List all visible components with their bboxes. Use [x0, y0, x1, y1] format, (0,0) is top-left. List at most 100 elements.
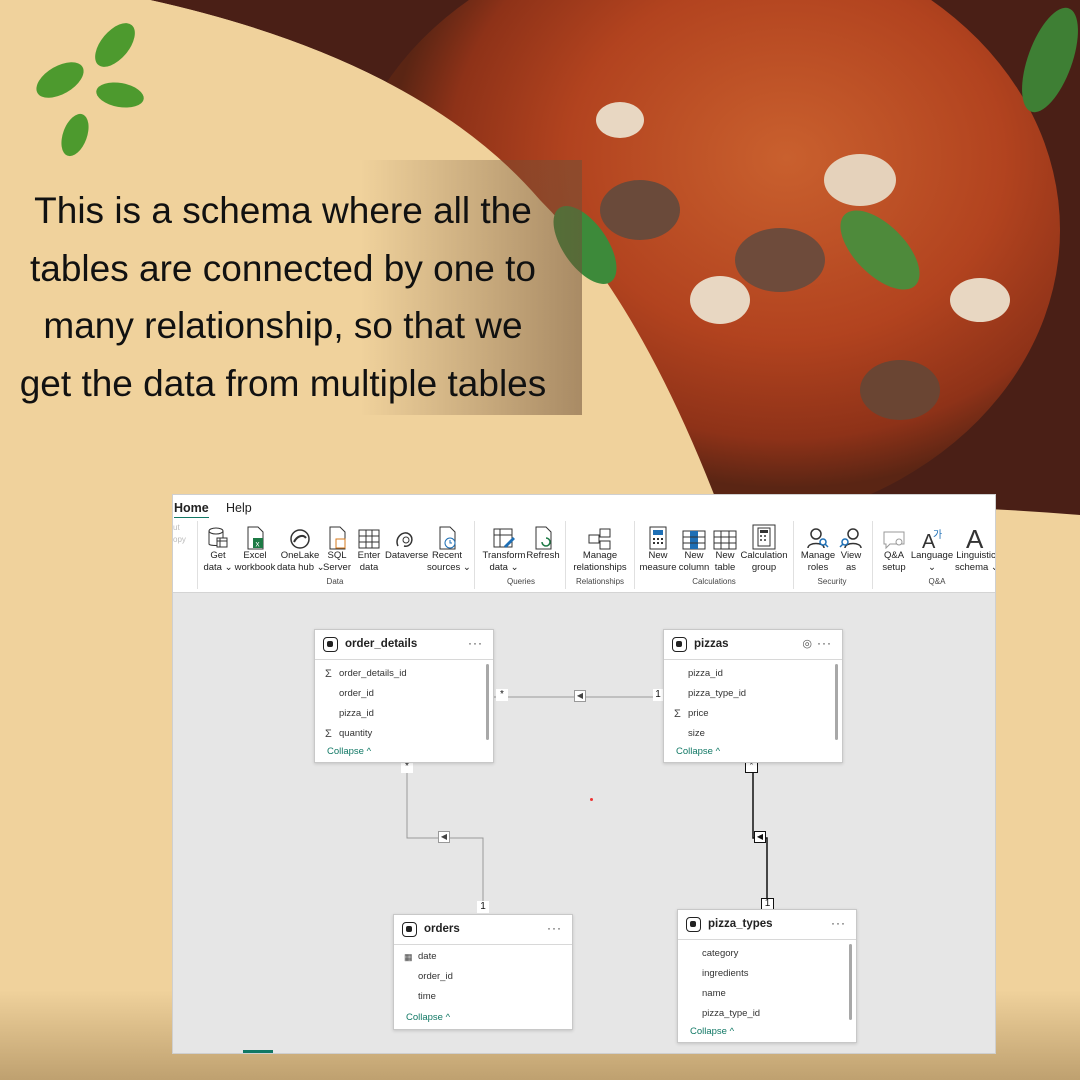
field-row[interactable]: pizza_type_id — [688, 688, 747, 699]
refresh-button[interactable]: Refresh — [526, 520, 560, 562]
table-header: order_details ··· — [315, 630, 493, 660]
svg-text:A: A — [922, 531, 936, 550]
table-icon — [672, 637, 687, 652]
svg-text:x: x — [256, 540, 260, 549]
field-row[interactable]: ▦date — [394, 947, 572, 967]
excel-icon: x — [233, 520, 277, 550]
table-title: orders — [424, 923, 460, 935]
ribbon-separator — [565, 521, 566, 589]
field-row[interactable]: pizza_id — [688, 668, 723, 679]
calculation-group-icon — [739, 520, 789, 550]
sigma-icon: Σ — [325, 668, 332, 680]
more-options-icon[interactable]: ··· — [547, 921, 562, 935]
manage-relationships-button[interactable]: Manage relationships — [569, 520, 631, 574]
ribbon-separator — [474, 521, 475, 589]
scrollbar[interactable] — [835, 664, 838, 740]
svg-text:A: A — [966, 524, 984, 550]
enter-data-icon — [353, 520, 385, 550]
cross-filter-arrow[interactable]: ◀ — [438, 831, 450, 843]
linguistic-schema-icon: A — [955, 520, 995, 550]
table-header: pizzas ◎ ··· — [664, 630, 842, 660]
collapse-link[interactable]: Collapse ^ — [406, 1012, 451, 1023]
sigma-icon: Σ — [674, 708, 681, 720]
group-label-security: Security — [817, 577, 847, 586]
onelake-icon — [277, 520, 323, 550]
table-icon — [323, 637, 338, 652]
group-label-relationships: Relationships — [575, 577, 625, 586]
field-row[interactable]: name — [702, 988, 726, 999]
cross-filter-arrow[interactable]: ◀ — [754, 831, 766, 843]
transform-data-icon — [482, 520, 526, 550]
collapse-link[interactable]: Collapse ^ — [327, 746, 372, 757]
visibility-icon[interactable]: ◎ — [802, 638, 812, 650]
ribbon-separator — [634, 521, 635, 589]
calendar-icon: ▦ — [404, 952, 413, 962]
field-row[interactable]: order_id — [339, 688, 374, 699]
new-column-button[interactable]: New column — [677, 520, 711, 574]
field-row[interactable]: time — [418, 991, 436, 1002]
dataverse-button[interactable]: Dataverse — [385, 520, 428, 562]
table-header: orders ··· — [394, 915, 572, 945]
table-card-pizza_types[interactable]: pizza_types ··· category ingredients nam… — [677, 909, 857, 1043]
new-measure-icon — [639, 520, 677, 550]
transform-data-button[interactable]: Transform data ⌄ — [482, 520, 526, 574]
ribbon-separator — [197, 521, 198, 589]
powerbi-model-view-window: Home Help ut opy Get data ⌄ x Excel work… — [173, 495, 995, 1053]
field-row[interactable]: pizza_type_id — [702, 1008, 761, 1019]
tab-help[interactable]: Help — [226, 501, 252, 515]
ribbon-tabs: Home Help — [173, 495, 995, 519]
scrollbar[interactable] — [486, 664, 489, 740]
more-options-icon[interactable]: ··· — [817, 636, 832, 650]
get-data-button[interactable]: Get data ⌄ — [203, 520, 233, 574]
many-marker: * — [745, 760, 758, 773]
one-marker: 1 — [653, 689, 663, 701]
cross-filter-arrow[interactable]: ◀ — [574, 690, 586, 702]
table-header: pizza_types ··· — [678, 910, 856, 940]
caption-shade — [360, 160, 582, 415]
collapse-link[interactable]: Collapse ^ — [676, 746, 721, 757]
table-title: pizza_types — [708, 918, 773, 930]
tab-home[interactable]: Home — [174, 501, 209, 519]
linguistic-schema-button[interactable]: A Linguistic schema ⌄ — [955, 520, 995, 574]
field-row[interactable]: category — [702, 948, 739, 959]
calculation-group-button[interactable]: Calculation group — [739, 520, 789, 574]
excel-workbook-button[interactable]: x Excel workbook — [233, 520, 277, 574]
table-icon — [402, 922, 417, 937]
get-data-icon — [203, 520, 233, 550]
more-options-icon[interactable]: ··· — [831, 916, 846, 930]
field-row[interactable]: pizza_id — [339, 708, 374, 719]
manage-roles-button[interactable]: Manage roles — [799, 520, 837, 574]
onelake-data-hub-button[interactable]: OneLake data hub ⌄ — [277, 520, 325, 574]
new-measure-button[interactable]: New measure — [639, 520, 677, 574]
qa-setup-button[interactable]: Q&A setup — [879, 520, 909, 574]
sql-server-button[interactable]: SQL Server — [323, 520, 351, 574]
view-as-button[interactable]: View as — [837, 520, 865, 574]
table-title: pizzas — [694, 638, 729, 650]
new-column-icon — [677, 520, 711, 550]
table-card-orders[interactable]: orders ··· ▦date order_id time Collapse … — [393, 914, 573, 1030]
enter-data-button[interactable]: Enter data — [353, 520, 385, 574]
table-icon — [686, 917, 701, 932]
more-options-icon[interactable]: ··· — [468, 636, 483, 650]
scrollbar[interactable] — [849, 944, 852, 1020]
field-row[interactable]: ingredients — [702, 968, 749, 979]
field-row[interactable]: size — [688, 728, 705, 739]
clipboard-cut-label: ut opy — [173, 523, 186, 544]
group-label-data: Data — [326, 577, 344, 586]
recent-sources-button[interactable]: Recent sources ⌄ — [427, 520, 471, 574]
recent-sources-icon — [427, 520, 467, 550]
many-marker: * — [496, 689, 508, 701]
refresh-icon — [526, 520, 560, 550]
new-table-icon — [711, 520, 739, 550]
relationships-icon — [569, 520, 631, 550]
new-table-button[interactable]: New table — [711, 520, 739, 574]
field-row[interactable]: order_id — [418, 971, 453, 982]
collapse-link[interactable]: Collapse ^ — [690, 1026, 735, 1037]
